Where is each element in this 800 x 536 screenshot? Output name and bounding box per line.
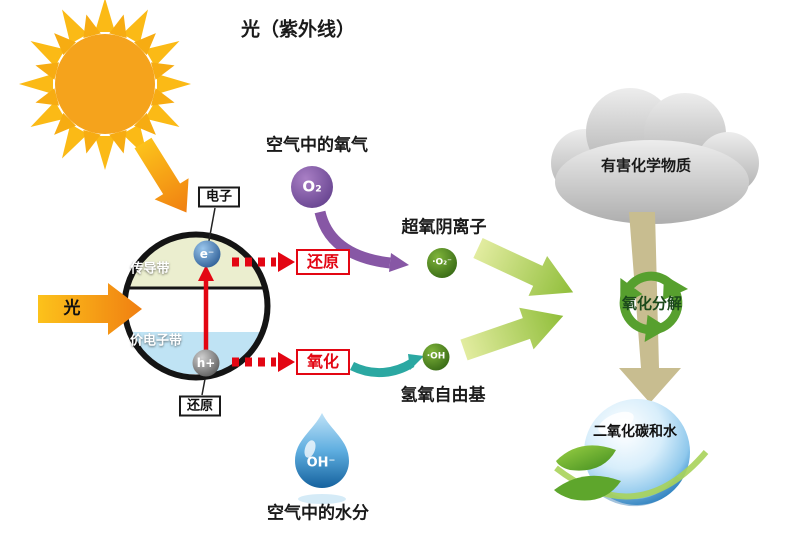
superoxide-particle <box>427 248 457 278</box>
reduction-box: 还原 <box>295 249 351 275</box>
leaf-icon <box>556 445 616 471</box>
hole-symbol: h+ <box>196 356 216 370</box>
excitation-arrow <box>198 265 214 351</box>
product-bubble <box>554 399 709 507</box>
oxygen-molecule-symbol: O₂ <box>302 177 322 196</box>
superoxide-to-decomposition-arrow <box>473 238 574 296</box>
recycle-icon <box>619 271 688 343</box>
hydroxyl-symbol: ·OH <box>426 351 446 362</box>
hole-tag: 还原 <box>178 395 222 417</box>
pollutant-cloud <box>551 88 759 224</box>
conduction-band-label: 传导带 <box>130 261 170 277</box>
oxygen-source-label: 空气中的氧气 <box>266 135 368 156</box>
hydroxyl-to-decomposition-arrow <box>460 307 564 361</box>
oxidation-dashed-arrow <box>232 352 295 372</box>
water-droplet <box>295 413 349 504</box>
superoxide-label: 超氧阴离子 <box>401 217 487 238</box>
hole-sphere <box>192 349 220 377</box>
result-label: 二氧化碳和水 <box>593 424 677 440</box>
sun-to-catalyst-arrow <box>134 137 189 213</box>
reduction-dashed-arrow <box>232 252 295 272</box>
hole-tag-line <box>201 378 206 396</box>
electron-symbol: e⁻ <box>199 247 215 261</box>
light-arrow <box>38 283 142 335</box>
pollutant-label: 有害化学物质 <box>600 156 692 175</box>
hydroxyl-particle <box>422 343 450 371</box>
oxidation-box: 氧化 <box>295 349 351 375</box>
oxidation-to-hydroxyl-arrow <box>349 354 424 378</box>
leaf-icon-2 <box>554 475 621 501</box>
light-label: 光 <box>63 298 81 319</box>
superoxide-symbol: ·O₂⁻ <box>432 257 452 268</box>
oxygen-molecule <box>291 166 333 208</box>
hydroxide-ion-symbol: OH⁻ <box>306 455 336 471</box>
decomposition-arrow <box>619 212 681 403</box>
valence-band-label: 价电子带 <box>129 333 183 349</box>
electron-tag-line <box>207 207 216 247</box>
water-source-label: 空气中的水分 <box>267 503 369 524</box>
electron-sphere <box>193 240 221 268</box>
hydroxyl-label: 氢氧自由基 <box>400 385 486 406</box>
electron-tag: 电子 <box>197 186 241 208</box>
uv-light-title: 光（紫外线） <box>240 18 356 41</box>
decomposition-label: 氧化分解 <box>621 294 683 313</box>
sun-icon <box>19 0 191 170</box>
oxygen-to-reduction-arrow <box>314 210 409 272</box>
